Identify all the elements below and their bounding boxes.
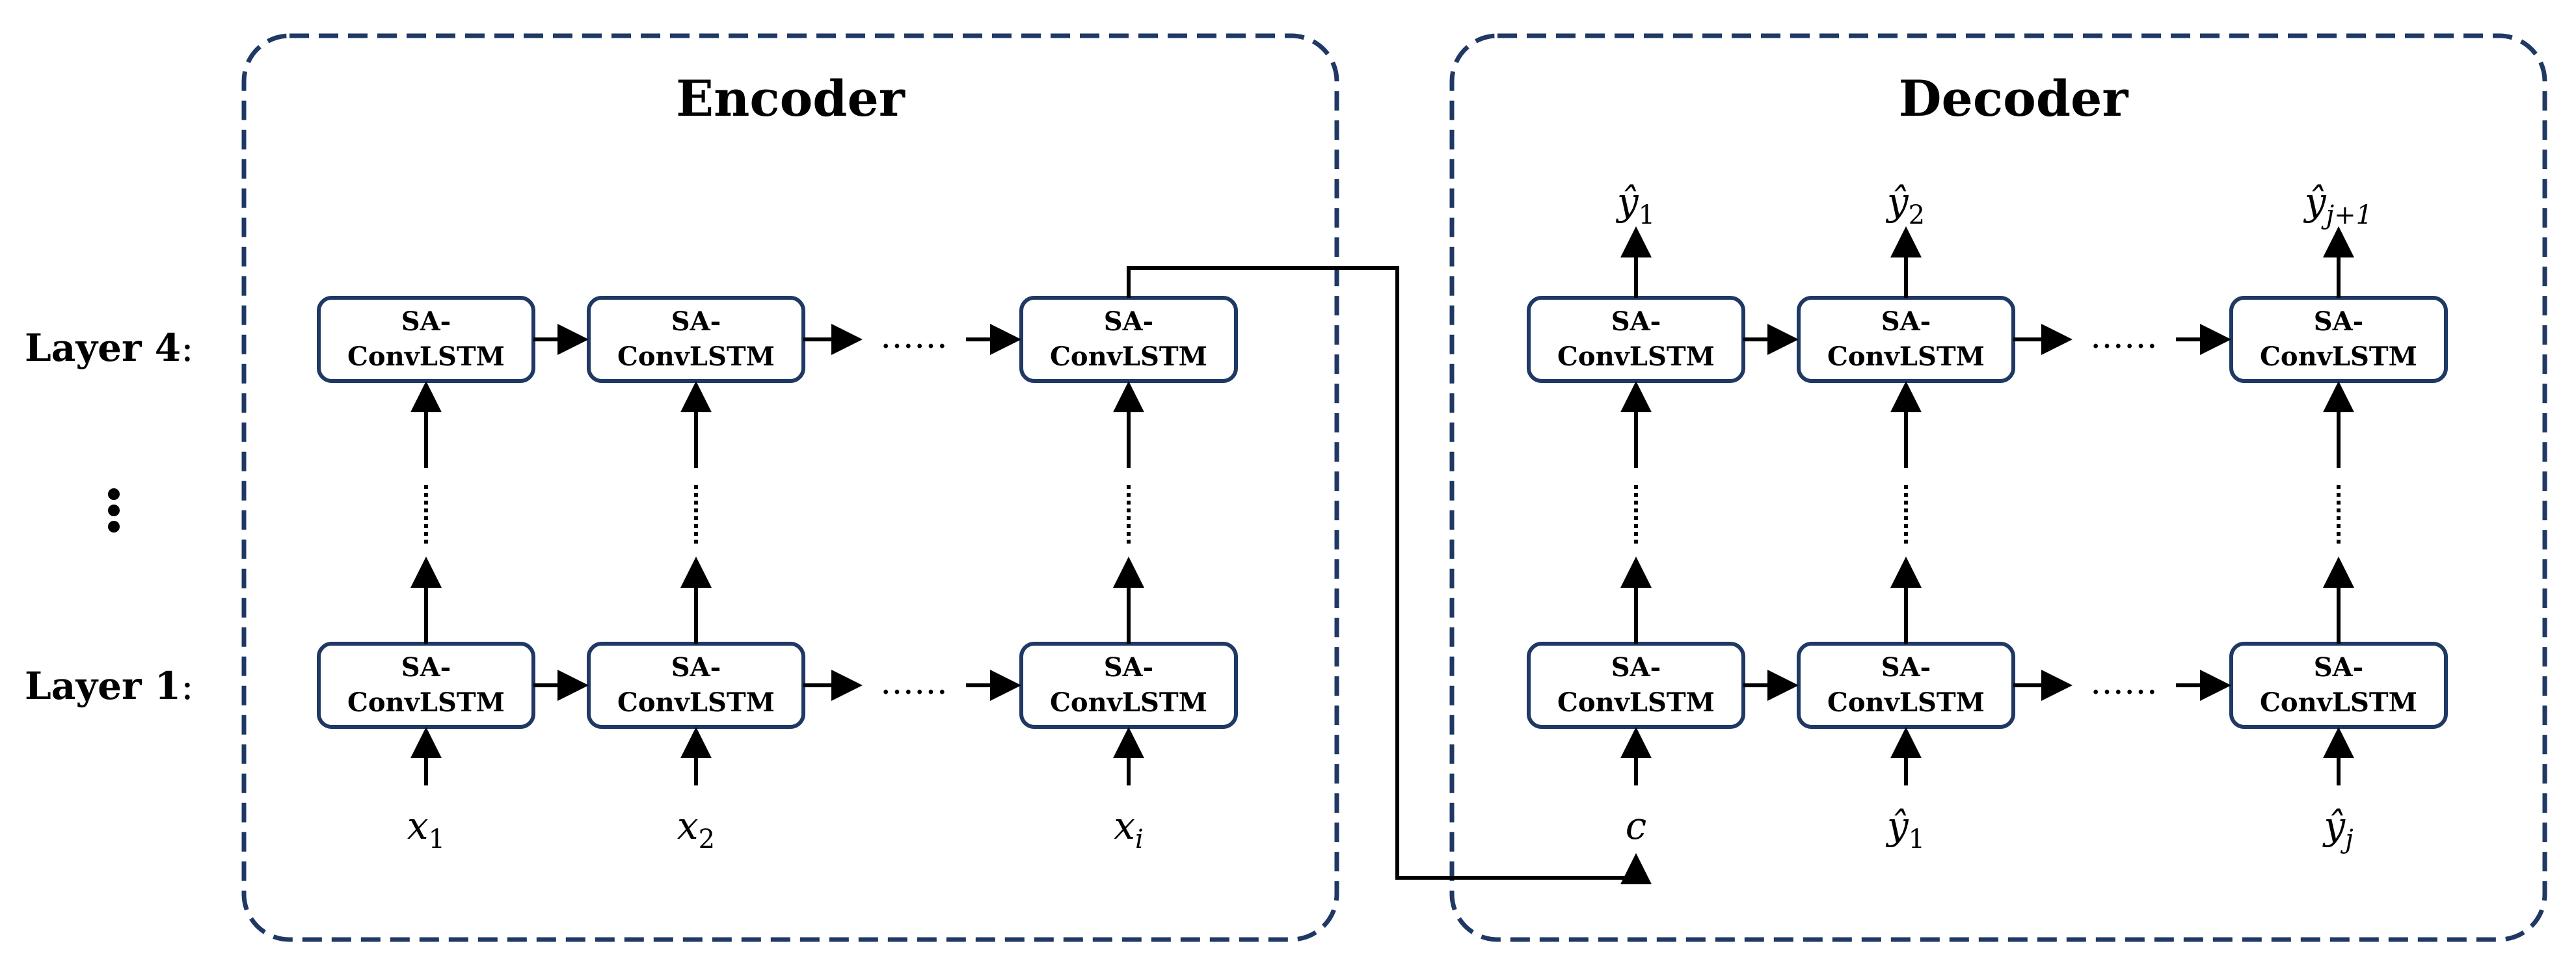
decoder-cell-l4-t2: SA- ConvLSTM bbox=[1797, 296, 2015, 383]
svg-text:SA-: SA- bbox=[1881, 306, 1931, 337]
decoder-cell-l1-t2: SA- ConvLSTM bbox=[1797, 642, 2015, 729]
svg-text:ConvLSTM: ConvLSTM bbox=[347, 341, 505, 372]
svg-text:ConvLSTM: ConvLSTM bbox=[347, 687, 505, 718]
svg-text:ConvLSTM: ConvLSTM bbox=[2260, 341, 2417, 372]
decoder-cell-l1-tj: SA- ConvLSTM bbox=[2229, 642, 2448, 729]
svg-text:SA-: SA- bbox=[2314, 306, 2364, 337]
vertical-ellipsis-icon bbox=[108, 488, 120, 533]
decoder-cell-l4-tj: SA- ConvLSTM bbox=[2229, 296, 2448, 383]
layer-1-label: Layer 1: bbox=[25, 664, 194, 708]
encoder-cell-l1-ti: SA- ConvLSTM bbox=[1019, 642, 1238, 729]
encoder-cell-l4-t2: SA- ConvLSTM bbox=[587, 296, 805, 383]
ellipsis-text: …… bbox=[880, 317, 948, 356]
decoder-cell-l4-t1: SA- ConvLSTM bbox=[1527, 296, 1745, 383]
decoder-panel bbox=[1449, 33, 2547, 942]
svg-text:SA-: SA- bbox=[2314, 652, 2364, 683]
svg-text:ConvLSTM: ConvLSTM bbox=[1827, 341, 1985, 372]
svg-text:ConvLSTM: ConvLSTM bbox=[617, 341, 775, 372]
svg-text:ConvLSTM: ConvLSTM bbox=[1557, 341, 1715, 372]
svg-text:SA-: SA- bbox=[1104, 652, 1154, 683]
encoder-input-label: x1 bbox=[407, 804, 445, 854]
svg-text:SA-: SA- bbox=[1104, 306, 1154, 337]
decoder-input-label: ŷj bbox=[2322, 804, 2353, 854]
decoder-output-label: ŷj+1 bbox=[2303, 179, 2372, 230]
ellipsis-text: …… bbox=[880, 663, 948, 702]
svg-text:ConvLSTM: ConvLSTM bbox=[1557, 687, 1715, 718]
layer-4-label: Layer 4: bbox=[25, 326, 194, 370]
svg-text:ConvLSTM: ConvLSTM bbox=[2260, 687, 2417, 718]
context-connector bbox=[1127, 266, 1652, 884]
decoder-output-label: ŷ1 bbox=[1615, 179, 1655, 230]
encoder-panel bbox=[241, 33, 1339, 942]
decoder-output-label: ŷ2 bbox=[1885, 179, 1925, 230]
encoder-cell-l4-ti: SA- ConvLSTM bbox=[1019, 296, 1238, 383]
svg-text:ConvLSTM: ConvLSTM bbox=[1050, 341, 1207, 372]
decoder-input-label: c bbox=[1626, 804, 1646, 848]
decoder-input-label: ŷ1 bbox=[1885, 804, 1925, 854]
encoder-title: Encoder bbox=[676, 70, 906, 127]
encoder-cell-l4-t1: SA- ConvLSTM bbox=[317, 296, 535, 383]
encoder-cell-l1-t2: SA- ConvLSTM bbox=[587, 642, 805, 729]
svg-text:ConvLSTM: ConvLSTM bbox=[617, 687, 775, 718]
svg-text:SA-: SA- bbox=[401, 652, 451, 683]
encoder-input-label: x2 bbox=[677, 804, 715, 854]
ellipsis-text: …… bbox=[2090, 663, 2158, 702]
svg-text:SA-: SA- bbox=[1881, 652, 1931, 683]
svg-text:SA-: SA- bbox=[1611, 306, 1661, 337]
svg-text:ConvLSTM: ConvLSTM bbox=[1827, 687, 1985, 718]
ellipsis-text: …… bbox=[2090, 317, 2158, 356]
svg-text:SA-: SA- bbox=[671, 306, 721, 337]
decoder-title: Decoder bbox=[1899, 70, 2129, 127]
svg-text:ConvLSTM: ConvLSTM bbox=[1050, 687, 1207, 718]
decoder-cell-l1-t1: SA- ConvLSTM bbox=[1527, 642, 1745, 729]
svg-text:SA-: SA- bbox=[401, 306, 451, 337]
svg-text:SA-: SA- bbox=[671, 652, 721, 683]
encoder-input-label: xi bbox=[1114, 804, 1144, 854]
svg-text:SA-: SA- bbox=[1611, 652, 1661, 683]
encoder-cell-l1-t1: SA- ConvLSTM bbox=[317, 642, 535, 729]
